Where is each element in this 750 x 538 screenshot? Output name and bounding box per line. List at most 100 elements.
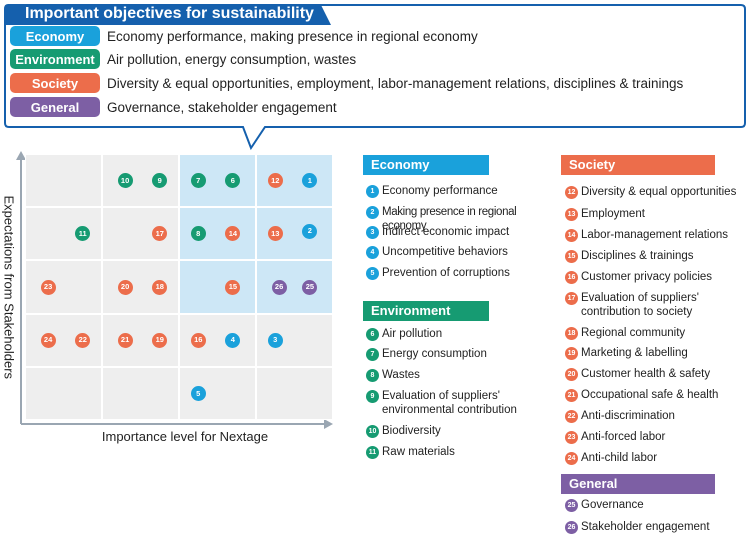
legend-item-label: Wastes: [382, 369, 420, 381]
legend-item-label: Labor-management relations: [581, 229, 729, 241]
legend-number-badge: 12: [565, 186, 578, 199]
legend-number-badge: 19: [565, 347, 578, 360]
matrix-point-7: 7: [190, 173, 206, 189]
legend-number-badge: 18: [565, 327, 578, 340]
matrix-point-6: 6: [225, 173, 241, 189]
matrix-point-23: 23: [40, 279, 56, 295]
general-objective-text: Governance, stakeholder engagement: [107, 99, 337, 115]
legend-number-badge: 1: [366, 185, 379, 198]
matrix-point-26: 26: [271, 279, 287, 295]
legend-item-label: Diversity & equal opportunities: [581, 186, 737, 198]
society-objective-text: Diversity & equal opportunities, employm…: [107, 75, 684, 91]
environment-pill: Environment: [10, 49, 100, 69]
matrix-point-14: 14: [225, 226, 241, 242]
legend-item-label: Prevention of corruptions: [382, 267, 510, 279]
matrix-point-18: 18: [152, 279, 168, 295]
callout-frame: [4, 4, 746, 151]
matrix-cell: [179, 260, 256, 314]
legend-number-badge: 22: [565, 410, 578, 423]
legend-item-label: Indirect economic impact: [382, 226, 510, 238]
matrix-cell: [25, 260, 102, 314]
matrix-point-12: 12: [267, 173, 283, 189]
legend-item-label: Biodiversity: [382, 425, 441, 437]
legend-item-label: Employment: [581, 208, 645, 220]
objectives-title: Important objectives for sustainability: [25, 5, 314, 22]
legend-item-label: Evaluation of suppliers' environmental c…: [382, 390, 517, 416]
legend-number-badge: 26: [565, 521, 578, 534]
legend-item-label: Economy performance: [382, 185, 498, 197]
matrix-axes: [16, 151, 333, 429]
legend-number-badge: 23: [565, 431, 578, 444]
legend-item-label: Governance: [581, 499, 644, 511]
legend-item-label: Uncompetitive behaviors: [382, 246, 508, 258]
objective-row-economy: Economy Economy performance, making pres…: [10, 26, 478, 46]
legend-number-badge: 13: [565, 208, 578, 221]
legend-item-label: Energy consumption: [382, 348, 487, 360]
matrix-point-3: 3: [267, 332, 283, 348]
legend-item-label: Regional community: [581, 327, 686, 339]
legend-number-badge: 7: [366, 348, 379, 361]
legend-general-header: General: [561, 474, 715, 494]
objectives-callout: Important objectives for sustainability …: [3, 3, 747, 151]
legend-number-badge: 6: [366, 328, 379, 341]
legend-item-label: Anti-discrimination: [581, 410, 675, 422]
legend-number-badge: 4: [366, 246, 379, 259]
matrix-cell: [25, 154, 102, 208]
matrix-point-21: 21: [117, 332, 133, 348]
legend-number-badge: 11: [366, 446, 379, 459]
matrix-point-25: 25: [302, 279, 318, 295]
legend-item-label: Anti-child labor: [581, 452, 658, 464]
matrix-point-8: 8: [190, 226, 206, 242]
legend-item-label: Occupational safe & health: [581, 389, 719, 401]
legend-number-badge: 3: [366, 226, 379, 239]
legend-number-badge: 2: [366, 206, 379, 219]
matrix-cell: [25, 366, 102, 420]
matrix-point-19: 19: [152, 332, 168, 348]
legend-number-badge: 24: [565, 452, 578, 465]
matrix-cell: [102, 154, 179, 208]
legend-item-label: Marketing & labelling: [581, 347, 688, 359]
x-axis-label: Importance level for Nextage: [101, 429, 269, 444]
economy-objective-text: Economy performance, making presence in …: [107, 28, 478, 44]
legend-number-badge: 21: [565, 389, 578, 402]
legend-item-label: Disciplines & trainings: [581, 250, 694, 262]
legend-number-badge: 17: [565, 292, 578, 305]
objective-row-society: Society Diversity & equal opportunities,…: [10, 73, 683, 93]
matrix-point-2: 2: [302, 223, 318, 239]
legend-item-label: Anti-forced labor: [581, 431, 666, 443]
matrix-point-5: 5: [190, 385, 206, 401]
legend-number-badge: 10: [366, 425, 379, 438]
matrix-cell: [25, 207, 102, 261]
legend-number-badge: 8: [366, 369, 379, 382]
legend-item-label: Air pollution: [382, 328, 443, 340]
legend-economy-header: Economy: [363, 155, 489, 175]
legend-item-label: Evaluation of suppliers' contribution to…: [581, 292, 699, 318]
matrix-point-17: 17: [152, 226, 168, 242]
matrix-point-9: 9: [152, 173, 168, 189]
legend-item-label: Customer health & safety: [581, 368, 711, 380]
matrix-point-24: 24: [40, 332, 56, 348]
legend-environment-header: Environment: [363, 301, 489, 321]
matrix-cell: [102, 207, 179, 261]
matrix-cell: [25, 313, 102, 367]
